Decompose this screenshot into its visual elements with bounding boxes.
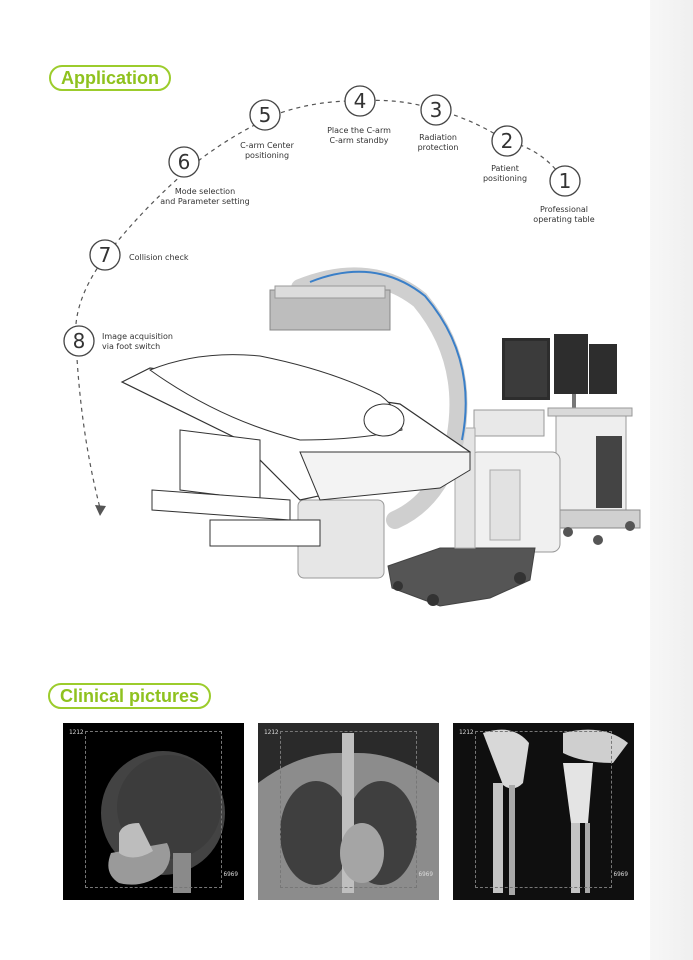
application-heading: Application [49, 65, 171, 91]
clinical-photo-chest: 1212 6969 [258, 723, 439, 900]
step-3-number: 3 [429, 98, 443, 122]
step-7-circle [89, 239, 121, 271]
clinical-pictures-heading: Clinical pictures [48, 683, 212, 709]
step-7-label: Collision check [129, 253, 189, 262]
step-8-number: 8 [72, 329, 86, 353]
photo-frame [85, 731, 222, 888]
clinical-photo-knee: 1212 6969 [453, 723, 634, 900]
photo-frame [280, 731, 417, 888]
operating-table [120, 354, 472, 547]
application-illustration [63, 85, 641, 607]
step-5-number: 5 [258, 103, 272, 127]
step-4-number: 4 [353, 89, 367, 113]
photo-corner-label: 6969 [223, 871, 238, 878]
photo-corner-label: 6969 [613, 871, 628, 878]
photo-corner-label: 1212 [459, 729, 474, 736]
photo-frame [475, 731, 612, 888]
step-6-circle [168, 146, 200, 178]
step-3-circle [420, 94, 452, 126]
monitor-cart [502, 334, 641, 545]
step-6-number: 6 [177, 150, 191, 174]
step-8-circle [63, 325, 95, 357]
step-2-circle [491, 125, 523, 157]
photo-corner-label: 6969 [418, 871, 433, 878]
page-edge-shadow [650, 0, 693, 960]
step-4-circle [344, 85, 376, 117]
step-2-number: 2 [500, 129, 514, 153]
photo-corner-label: 1212 [69, 729, 84, 736]
photo-corner-label: 1212 [264, 729, 279, 736]
workflow-arrowhead [95, 505, 106, 516]
step-1-number: 1 [558, 169, 572, 193]
step-5-circle [249, 99, 281, 131]
clinical-photo-skull: 1212 6969 [63, 723, 244, 900]
step-1-circle [549, 165, 581, 197]
step-7-number: 7 [98, 243, 112, 267]
